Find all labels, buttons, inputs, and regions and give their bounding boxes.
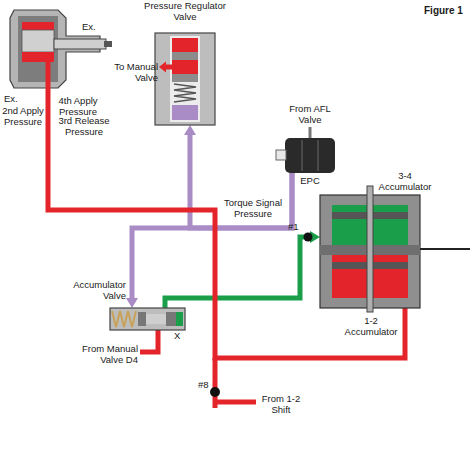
- accumulator-valve: Accumulator Valve: [110, 308, 185, 330]
- valve-chamber: [176, 312, 183, 326]
- valve-body: [110, 308, 185, 330]
- spool-land: [172, 74, 198, 82]
- fluid-line: [190, 133, 292, 228]
- regulator-bore: [170, 36, 200, 122]
- component-label: 3-4 Accumulator: [374, 171, 436, 192]
- solenoid-body: [285, 138, 335, 173]
- regulator-valve: Pressure Regulator Valve: [155, 33, 215, 125]
- component-label: Pressure Regulator Valve: [140, 1, 230, 22]
- valve-land: [138, 312, 146, 326]
- regulator-body: [155, 33, 215, 125]
- check-ball: [304, 233, 313, 242]
- fluid-line: [132, 173, 292, 300]
- regulator-spring: [174, 84, 196, 102]
- annotation-label: From Manual Valve D4: [78, 344, 138, 365]
- servo-bore: [18, 16, 58, 82]
- servo-assembly: Ex.Ex.: [10, 8, 106, 92]
- annotation-label: 2nd Apply Pressure: [0, 106, 46, 127]
- solenoid-rib: [301, 140, 303, 171]
- annotation-label: X: [174, 331, 186, 342]
- servo-illustration: [10, 10, 112, 92]
- shift-line: [215, 400, 256, 405]
- release-chamber: [22, 22, 54, 30]
- epc-illustration: [276, 127, 335, 173]
- servo-piston: [22, 30, 54, 52]
- valve-land: [166, 312, 176, 326]
- leader-line: [420, 248, 470, 250]
- accumulator-illustration: [320, 186, 470, 312]
- accumulator-section: 3-4 Accumulator: [320, 195, 420, 250]
- spool-land: [172, 52, 198, 60]
- annotation-label: #8: [198, 380, 214, 391]
- flow-arrowhead: [126, 298, 138, 308]
- flow-arrowhead: [159, 62, 166, 73]
- component-label: Ex.: [4, 94, 28, 105]
- epc-solenoid: EPC: [285, 138, 335, 173]
- check-ball: [210, 387, 220, 397]
- signal-chamber: [172, 105, 198, 120]
- flow-arrowhead: [184, 125, 196, 135]
- check-ball-eight: [210, 358, 256, 408]
- annotation-label: Figure 1: [424, 5, 474, 16]
- solenoid-rib: [317, 140, 319, 171]
- line-pressure-chamber: [172, 60, 198, 74]
- solenoid-nipple: [276, 150, 286, 160]
- annotation-label: From AFL Valve: [283, 104, 337, 125]
- annotation-label: 4th Apply Pressure: [53, 96, 103, 117]
- apply-passage: [46, 62, 51, 92]
- check-ball-one: [304, 233, 313, 242]
- accumulator-section: 1-2 Accumulator: [320, 250, 420, 308]
- component-label: EPC: [295, 176, 325, 187]
- valve-spring: [112, 311, 136, 327]
- servo-stem: [54, 39, 106, 49]
- regulator-illustration: [155, 33, 215, 125]
- component-label: Ex.: [82, 22, 106, 33]
- feed-line: [309, 127, 312, 138]
- annotation-label: 3rd Release Pressure: [56, 116, 112, 137]
- stem-tip: [104, 41, 112, 47]
- fluid-line: [165, 237, 312, 308]
- line-pressure-chamber: [172, 38, 198, 52]
- annotation-label: To Manual Valve: [112, 62, 158, 83]
- component-label: Accumulator Valve: [64, 280, 126, 301]
- apply-chamber: [22, 52, 54, 62]
- line-label: Torque Signal Pressure: [220, 198, 286, 219]
- component-label: 1-2 Accumulator: [340, 316, 402, 337]
- accumulator-rod: [367, 186, 373, 312]
- annotation-label: From 1-2 Shift: [258, 394, 304, 415]
- valve-spool: [146, 314, 166, 324]
- d4-feed-line: [140, 330, 158, 352]
- annotation-label: #1: [288, 222, 308, 233]
